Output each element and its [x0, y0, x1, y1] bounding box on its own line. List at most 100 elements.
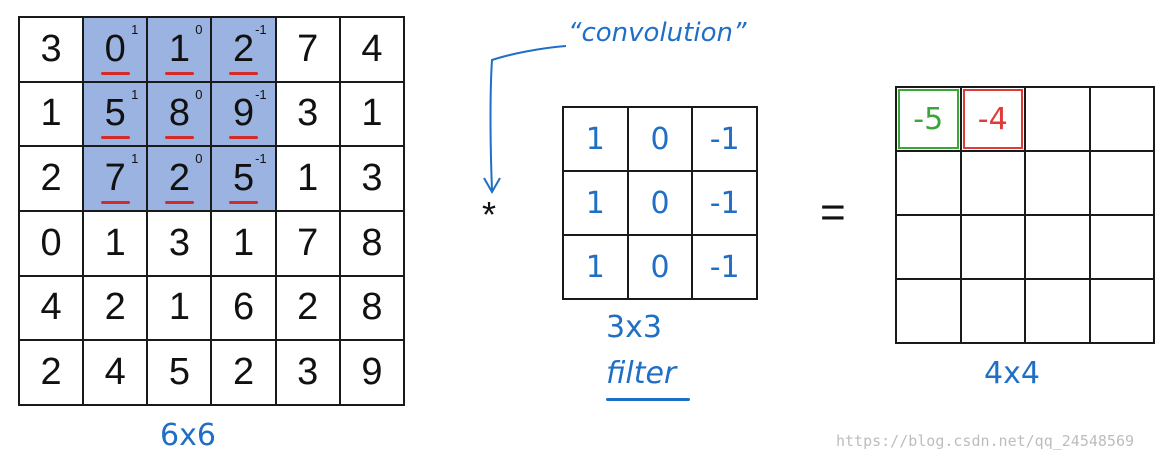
filter-weight-superscript: 1 — [131, 86, 139, 102]
output-cell — [1025, 87, 1090, 151]
filter-cell: 1 — [563, 235, 628, 299]
output-size-label: 4x4 — [984, 356, 1040, 391]
filter-cell: 1 — [563, 107, 628, 171]
input-cell: 2 — [275, 275, 340, 341]
filter-weight-superscript: -1 — [255, 151, 267, 167]
input-cell: 6 — [211, 275, 276, 341]
filter-weight-superscript: 1 — [131, 22, 139, 37]
input-cell-value: 2 — [233, 351, 255, 394]
input-cell-highlighted: 5-1 — [211, 146, 276, 211]
input-cell-value: 3 — [40, 27, 62, 70]
filter-cell: -1 — [692, 107, 757, 171]
input-cell: 8 — [339, 275, 404, 341]
input-cell-value: 1 — [233, 221, 255, 264]
input-cell-value: 8 — [361, 286, 383, 329]
input-cell: 0 — [19, 210, 84, 276]
input-cell-value: 1 — [40, 92, 62, 135]
output-cell — [1089, 87, 1154, 151]
input-cell-value: 1 — [297, 157, 319, 200]
input-cell-value: 3 — [361, 157, 383, 200]
input-cell-value: 1 — [164, 27, 195, 75]
filter-size-label: 3x3 — [606, 310, 662, 345]
filter-name-label: filter — [606, 356, 677, 391]
input-cell: 4 — [339, 17, 404, 82]
output-cell — [1089, 215, 1154, 279]
output-cell — [896, 279, 961, 343]
input-cell-value: 2 — [40, 157, 62, 200]
input-cell: 4 — [19, 275, 84, 341]
input-cell: 4 — [83, 340, 148, 405]
output-cell — [960, 151, 1025, 215]
input-cell: 2 — [19, 340, 84, 405]
input-cell: 1 — [211, 210, 276, 276]
input-cell-value: 3 — [297, 351, 319, 394]
input-cell: 3 — [147, 210, 212, 276]
output-cell — [1025, 151, 1090, 215]
input-cell: 3 — [275, 340, 340, 405]
input-cell: 7 — [275, 210, 340, 276]
filter-cell: 0 — [627, 107, 693, 171]
input-cell: 3 — [19, 17, 84, 82]
convolution-operator: * — [482, 194, 497, 235]
input-cell-value: 4 — [40, 286, 62, 329]
input-cell-value: 0 — [40, 221, 62, 264]
output-cell — [896, 215, 961, 279]
input-cell: 1 — [19, 81, 84, 147]
input-cell-value: 2 — [297, 286, 319, 329]
output-cell — [1089, 151, 1154, 215]
input-cell-highlighted: 9-1 — [211, 81, 276, 147]
input-cell: 1 — [147, 275, 212, 341]
filter-cell: -1 — [692, 171, 757, 235]
input-cell-highlighted: 2-1 — [211, 17, 276, 82]
input-cell-value: 8 — [164, 92, 195, 140]
input-cell-value: 4 — [361, 27, 383, 70]
input-cell-value: 7 — [100, 157, 130, 205]
filter-cell: 0 — [627, 171, 693, 235]
input-cell-value: 0 — [100, 27, 130, 75]
watermark: https://blog.csdn.net/qq_24548569 — [836, 432, 1135, 450]
filter-weight-superscript: 0 — [195, 22, 203, 37]
convolution-arrow — [483, 45, 567, 195]
output-cell — [960, 215, 1025, 279]
input-cell-value: 1 — [104, 221, 126, 264]
output-cell — [1025, 215, 1090, 279]
filter-weight-superscript: -1 — [255, 22, 267, 37]
output-matrix: -5-4 — [895, 86, 1155, 344]
input-cell-value: 6 — [233, 286, 255, 329]
filter-weight-superscript: -1 — [255, 86, 267, 102]
convolution-label: “convolution” — [568, 18, 747, 48]
output-cell — [960, 279, 1025, 343]
input-cell-value: 8 — [361, 221, 383, 264]
input-cell-value: 5 — [100, 92, 130, 140]
input-cell-value: 2 — [164, 157, 195, 205]
input-cell-value: 9 — [228, 92, 259, 140]
input-cell: 9 — [339, 340, 404, 405]
input-cell: 1 — [339, 81, 404, 147]
input-cell: 2 — [19, 146, 84, 211]
filter-underline — [606, 398, 690, 401]
output-cell-second: -4 — [960, 87, 1025, 151]
input-cell-value: 2 — [228, 27, 259, 75]
equals-sign: = — [820, 188, 846, 237]
input-cell-value: 2 — [104, 286, 126, 329]
input-cell: 2 — [83, 275, 148, 341]
output-cell — [1089, 279, 1154, 343]
input-cell: 8 — [339, 210, 404, 276]
output-cell — [1025, 279, 1090, 343]
filter-cell: 0 — [627, 235, 693, 299]
input-cell-value: 7 — [297, 221, 319, 264]
input-cell-value: 1 — [361, 92, 383, 135]
input-cell-value: 2 — [40, 351, 62, 394]
input-cell: 2 — [211, 340, 276, 405]
input-cell: 3 — [275, 81, 340, 147]
input-cell-value: 3 — [168, 221, 190, 264]
filter-cell: -1 — [692, 235, 757, 299]
